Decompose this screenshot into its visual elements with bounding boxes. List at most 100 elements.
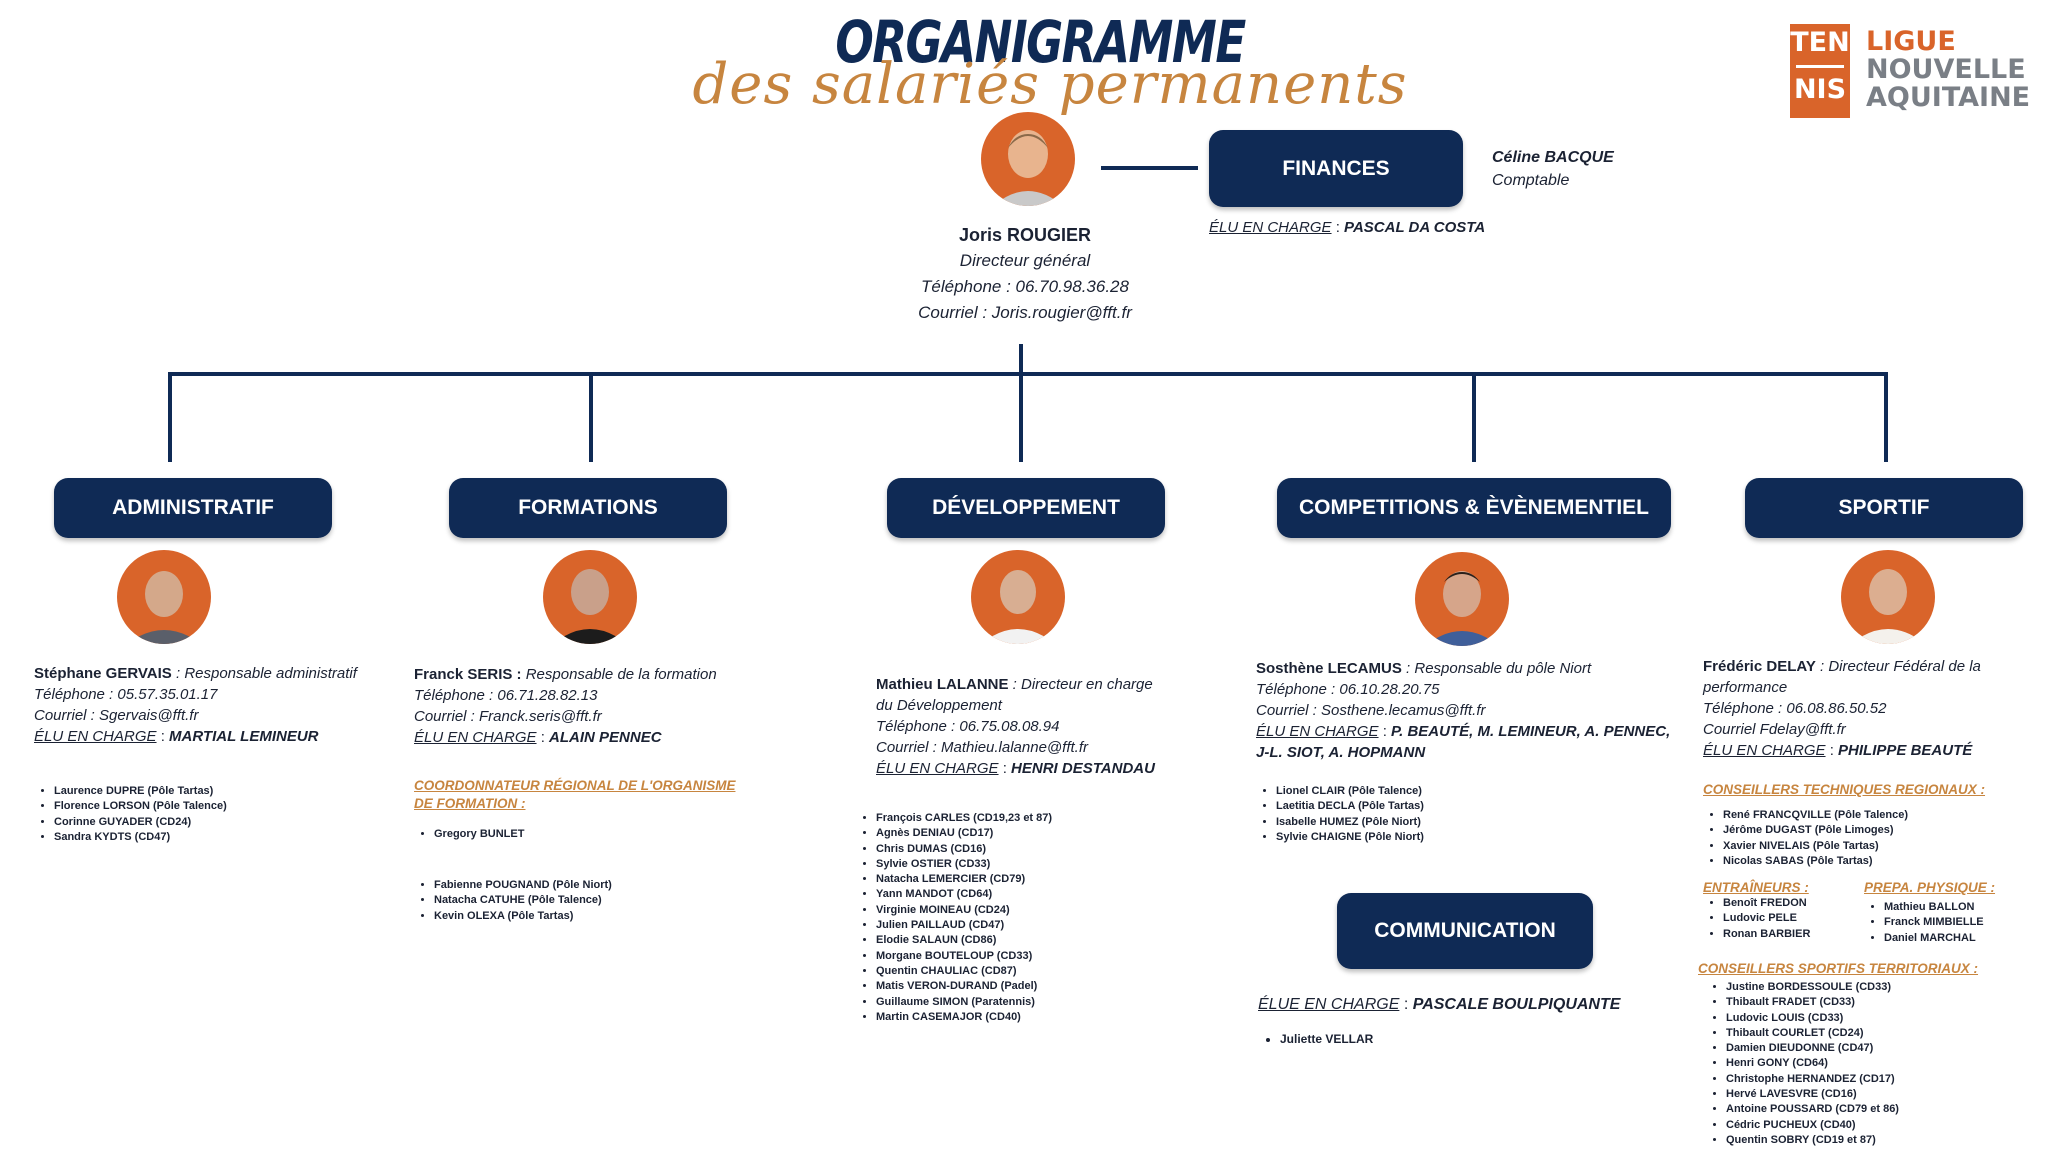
competitions-box: COMPETITIONS & ÈVÈNEMENTIEL	[1277, 478, 1671, 538]
connector-formations	[589, 372, 593, 462]
list-item: François CARLES (CD19,23 et 87)	[876, 811, 1052, 826]
list-item: Laetitia DECLA (Pôle Tartas)	[1276, 799, 1424, 814]
administratif-email: Courriel : Sgervais@fft.fr	[34, 707, 199, 724]
sportif-ctr-list: René FRANCQVILLE (Pôle Talence) Jérôme D…	[1703, 808, 1908, 869]
logo-text-nis: NIS	[1793, 74, 1847, 105]
list-item: Chris DUMAS (CD16)	[876, 842, 1052, 857]
list-item: Florence LORSON (Pôle Talence)	[54, 799, 227, 814]
director-name: Joris ROUGIER	[958, 225, 1092, 245]
sportif-role-line1: : Directeur Fédéral de la	[1815, 658, 1981, 675]
administratif-staff-list: Laurence DUPRE (Pôle Tartas) Florence LO…	[34, 784, 227, 845]
formations-info: Franck SERIS : Responsable de la formati…	[414, 664, 784, 748]
list-item: Julien PAILLAUD (CD47)	[876, 918, 1052, 933]
list-item: Christophe HERNANDEZ (CD17)	[1726, 1072, 1899, 1087]
list-item: Gregory BUNLET	[434, 827, 524, 842]
sportif-elu-name: PHILIPPE BEAUTÉ	[1838, 742, 1973, 759]
list-item: Lionel CLAIR (Pôle Talence)	[1276, 784, 1424, 799]
communication-elu-name: PASCALE BOULPIQUANTE	[1412, 996, 1621, 1013]
competitions-elu-label: ÉLU EN CHARGE	[1256, 723, 1379, 740]
sportif-cst-list: Justine BORDESSOULE (CD33) Thibault FRAD…	[1706, 980, 1899, 1148]
list-item: René FRANCQVILLE (Pôle Talence)	[1723, 808, 1908, 823]
competitions-avatar	[1415, 552, 1509, 646]
sportif-phone: Téléphone : 06.08.86.50.52	[1703, 700, 1887, 717]
director-role: Directeur général	[959, 251, 1091, 270]
developpement-name: Mathieu LALANNE	[876, 676, 1009, 693]
list-item: Ludovic LOUIS (CD33)	[1726, 1011, 1899, 1026]
sportif-elu-label: ÉLU EN CHARGE	[1703, 742, 1826, 759]
finances-person-role: Comptable	[1492, 172, 1570, 189]
sportif-email: Courriel Fdelay@fft.fr	[1703, 721, 1846, 738]
list-item: Yann MANDOT (CD64)	[876, 887, 1052, 902]
formations-role: Responsable de la formation	[521, 666, 717, 683]
page-subtitle: des salariés permanents	[692, 52, 1408, 117]
developpement-staff-list: François CARLES (CD19,23 et 87) Agnès DE…	[856, 811, 1052, 1025]
director-info: Joris ROUGIER Directeur général Téléphon…	[850, 222, 1200, 326]
developpement-elu-label: ÉLU EN CHARGE	[876, 760, 999, 777]
competitions-elu-name-line2: J-L. SIOT, A. HOPMANN	[1256, 744, 1426, 761]
logo-divider	[1796, 65, 1844, 68]
formations-coord-heading-line2: DE FORMATION :	[414, 796, 526, 811]
competitions-info: Sosthène LECAMUS : Responsable du pôle N…	[1256, 658, 1676, 763]
connector-developpement	[1019, 372, 1023, 462]
administratif-avatar	[117, 550, 211, 644]
list-item: Hervé LAVESVRE (CD16)	[1726, 1087, 1899, 1102]
communication-elu-label: ÉLUE EN CHARGE	[1258, 996, 1400, 1013]
list-item: Benoît FREDON	[1723, 896, 1810, 911]
list-item: Franck MIMBIELLE	[1884, 915, 1984, 930]
administratif-phone: Téléphone : 05.57.35.01.17	[34, 686, 218, 703]
communication-elu: ÉLUE EN CHARGE : PASCALE BOULPIQUANTE	[1258, 996, 1621, 1013]
developpement-box: DÉVELOPPEMENT	[887, 478, 1165, 538]
formations-phone: Téléphone : 06.71.28.82.13	[414, 687, 598, 704]
list-item: Laurence DUPRE (Pôle Tartas)	[54, 784, 227, 799]
competitions-elu-name-line1: P. BEAUTÉ, M. LEMINEUR, A. PENNEC,	[1391, 723, 1671, 740]
formations-box: FORMATIONS	[449, 478, 727, 538]
list-item: Natacha LEMERCIER (CD79)	[876, 872, 1052, 887]
competitions-name: Sosthène LECAMUS	[1256, 660, 1402, 677]
list-item: Natacha CATUHE (Pôle Talence)	[434, 893, 612, 908]
list-item: Xavier NIVELAIS (Pôle Tartas)	[1723, 839, 1908, 854]
list-item: Ronan BARBIER	[1723, 927, 1810, 942]
developpement-elu-name: HENRI DESTANDAU	[1011, 760, 1155, 777]
finances-box: FINANCES	[1209, 130, 1463, 207]
list-item: Thibault COURLET (CD24)	[1726, 1026, 1899, 1041]
administratif-info: Stéphane GERVAIS : Responsable administr…	[34, 663, 404, 747]
formations-coord-heading: COORDONNATEUR RÉGIONAL DE L'ORGANISME DE…	[414, 777, 735, 813]
list-item: Isabelle HUMEZ (Pôle Niort)	[1276, 815, 1424, 830]
communication-staff-list: Juliette VELLAR	[1260, 1032, 1373, 1047]
finances-person: Céline BACQUE Comptable	[1492, 146, 1614, 192]
administratif-elu-name: MARTIAL LEMINEUR	[169, 728, 319, 745]
tennis-logo: TEN NIS	[1790, 24, 1850, 118]
developpement-role-line2: du Développement	[876, 697, 1002, 714]
list-item: Juliette VELLAR	[1280, 1032, 1373, 1047]
competitions-phone: Téléphone : 06.10.28.20.75	[1256, 681, 1440, 698]
competitions-role: : Responsable du pôle Niort	[1401, 660, 1592, 677]
sportif-box: SPORTIF	[1745, 478, 2023, 538]
developpement-email: Courriel : Mathieu.lalanne@fft.fr	[876, 739, 1088, 756]
list-item: Thibault FRADET (CD33)	[1726, 995, 1899, 1010]
formations-coord-heading-line1: COORDONNATEUR RÉGIONAL DE L'ORGANISME	[414, 778, 736, 793]
formations-coord-list: Gregory BUNLET	[414, 827, 524, 842]
list-item: Martin CASEMAJOR (CD40)	[876, 1010, 1052, 1025]
list-item: Guillaume SIMON (Paratennis)	[876, 995, 1052, 1010]
list-item: Elodie SALAUN (CD86)	[876, 933, 1052, 948]
administratif-name: Stéphane GERVAIS	[34, 665, 172, 682]
finances-elu-label: ÉLU EN CHARGE	[1209, 219, 1332, 236]
formations-email: Courriel : Franck.seris@fft.fr	[414, 708, 602, 725]
administratif-elu-label: ÉLU EN CHARGE	[34, 728, 157, 745]
list-item: Virginie MOINEAU (CD24)	[876, 903, 1052, 918]
connector-competitions	[1472, 372, 1476, 462]
sportif-ctr-heading: CONSEILLERS TECHNIQUES REGIONAUX :	[1703, 782, 1986, 797]
league-name-line3: AQUITAINE	[1866, 82, 2031, 113]
connector-horizontal	[168, 372, 1888, 376]
finances-elu: ÉLU EN CHARGE : PASCAL DA COSTA	[1209, 219, 1486, 236]
league-name-line1: LIGUE	[1866, 26, 1956, 57]
developpement-role-line1: : Directeur en charge	[1008, 676, 1153, 693]
director-phone: Téléphone : 06.70.98.36.28	[921, 277, 1129, 296]
communication-box: COMMUNICATION	[1337, 893, 1593, 969]
list-item: Jérôme DUGAST (Pôle Limoges)	[1723, 823, 1908, 838]
list-item: Morgane BOUTELOUP (CD33)	[876, 949, 1052, 964]
list-item: Mathieu BALLON	[1884, 900, 1984, 915]
list-item: Sylvie OSTIER (CD33)	[876, 857, 1052, 872]
connector-administratif	[168, 372, 172, 462]
finances-person-name: Céline BACQUE	[1492, 149, 1614, 166]
